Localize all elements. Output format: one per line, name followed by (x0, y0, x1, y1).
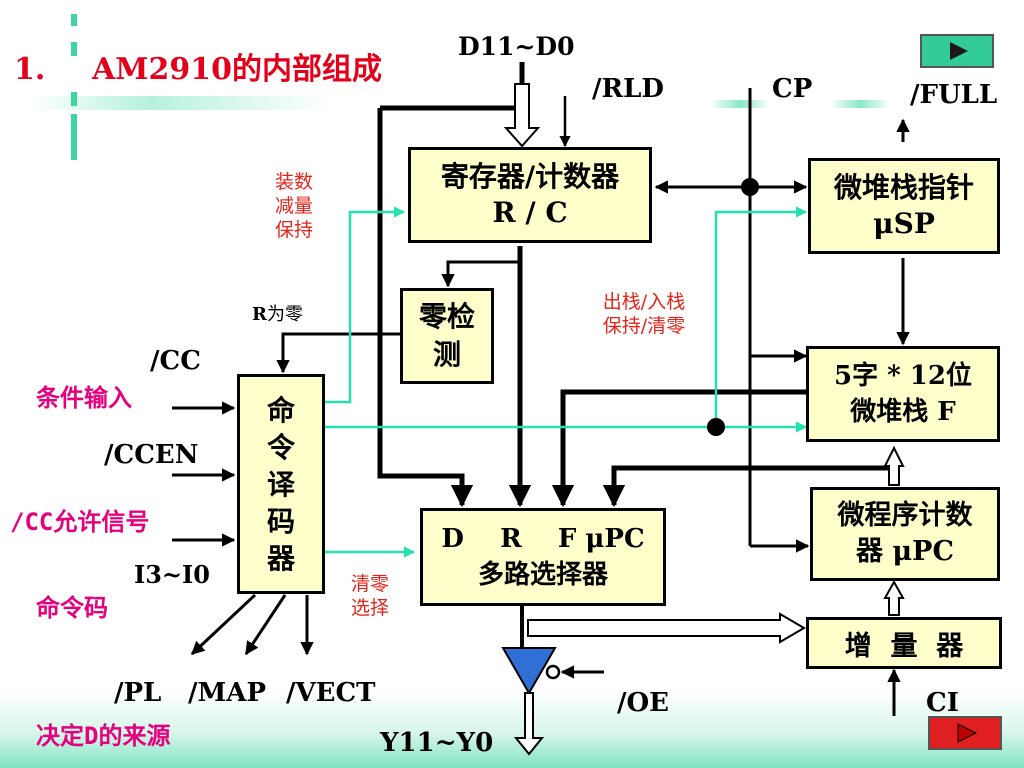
note-line: 装数 (274, 171, 313, 193)
note-line: 保持/清零 (602, 315, 686, 337)
note-line: 减量 (274, 195, 313, 217)
register-control-note: 装数 减量 保持 (264, 170, 324, 242)
full-label: /FULL (910, 80, 998, 110)
note-line: 出栈/入栈 (602, 291, 686, 313)
instr-label: I3~I0 (134, 560, 210, 589)
inc-to-upc-arrow (883, 579, 905, 616)
ccen-label: /CCEN (104, 440, 199, 470)
r-to-zero-detect-line (441, 260, 520, 288)
r-zero-prefix: R (252, 304, 267, 325)
title-number: 1. (14, 52, 46, 87)
title-text: AM2910的内部组成 (92, 52, 382, 87)
stack-to-mux-line (551, 389, 806, 508)
instruction-code-note: 命令码 (36, 594, 108, 622)
decoder-char: 令 (266, 430, 295, 464)
control-lines (325, 206, 808, 558)
y-output-label: Y11~Y0 (380, 728, 494, 758)
decoder-char: 命 (266, 393, 295, 427)
micro-pc-line1: 微程序计数 (837, 500, 973, 531)
multiplexer-label: 多路选择器 (477, 560, 608, 590)
pl-label: /PL (114, 678, 162, 708)
prev-slide-button[interactable] (928, 716, 1002, 750)
multiplexer-block: D R F μPC 多路选择器 (420, 508, 666, 606)
d-source-note: 决定D的来源 (36, 722, 171, 750)
note-line: 保持 (274, 219, 313, 241)
zero-detect-line2: 测 (432, 338, 461, 371)
decoder-char: 器 (266, 541, 295, 575)
micro-stack-pointer-line2: μSP (873, 207, 935, 240)
map-label: /MAP (188, 678, 266, 708)
cc-label: /CC (150, 346, 201, 376)
instruction-decoder-block: 命 令 译 码 器 (237, 374, 325, 594)
r-zero-suffix: 为零 (266, 304, 303, 325)
pl-output-line (190, 593, 257, 656)
note-line: 选择 (350, 597, 389, 619)
micro-pc-block: 微程序计数 器 μPC (810, 487, 1000, 581)
register-counter-line2: R / C (492, 196, 568, 229)
vertical-dash (71, 92, 77, 106)
zero-detect-line1: 零检 (418, 300, 475, 333)
output-buffer (501, 606, 604, 756)
mux-to-incrementer-arrow (527, 612, 806, 644)
next-slide-button[interactable] (920, 34, 994, 68)
top-dashed-band (330, 100, 1024, 108)
stack-control-note: 出栈/入栈 保持/清零 (584, 290, 704, 338)
vect-label: /VECT (286, 678, 376, 708)
vertical-dash (71, 42, 77, 56)
d-input-label: D11~D0 (458, 32, 575, 61)
micro-stack-pointer-block: 微堆栈指针 μSP (808, 158, 1000, 254)
decoder-char: 译 (266, 467, 295, 501)
zero-flag-line (276, 332, 400, 374)
vertical-dash (71, 114, 77, 160)
mux-control-note: 清零 选择 (340, 572, 400, 620)
micro-stack-block: 5字 * 12位 微堆栈 F (806, 346, 1000, 442)
upc-to-stack-arrow (883, 445, 905, 486)
zero-detect-block: 零检 测 (400, 288, 494, 384)
condition-input-note: 条件输入 (36, 384, 132, 412)
ci-label: CI (926, 688, 959, 718)
vertical-dash (71, 14, 77, 26)
micro-stack-line2: 微堆栈 F (850, 397, 956, 427)
r-zero-label: R为零 (252, 300, 303, 326)
micro-pc-line2: 器 μPC (856, 536, 954, 567)
cc-enable-note: /CC允许信号 (10, 508, 150, 536)
play-right-icon (957, 723, 978, 743)
cp-clock-line (741, 88, 810, 553)
map-output-line (244, 594, 287, 656)
note-line: 清零 (350, 573, 389, 595)
rld-label: /RLD (592, 74, 664, 104)
bottom-gradient-band (0, 690, 1024, 768)
register-counter-line1: 寄存器/计数器 (440, 160, 620, 193)
slide-title: 1. AM2910的内部组成 (14, 44, 382, 88)
junction-dot (707, 418, 725, 436)
decoder-char: 码 (266, 504, 295, 538)
oe-label: /OE (617, 688, 669, 718)
play-right-icon (950, 42, 968, 60)
incrementer-block: 增 量 器 (806, 617, 1002, 669)
multiplexer-inputs: D R F μPC (441, 524, 645, 554)
incrementer-label: 增 量 器 (844, 630, 964, 662)
micro-stack-pointer-line1: 微堆栈指针 (833, 171, 974, 204)
micro-stack-line1: 5字 * 12位 (834, 361, 972, 391)
d-input-bus (377, 62, 541, 508)
cp-label: CP (772, 74, 813, 104)
register-counter-block: 寄存器/计数器 R / C (408, 147, 652, 243)
title-underline-band (30, 96, 330, 110)
